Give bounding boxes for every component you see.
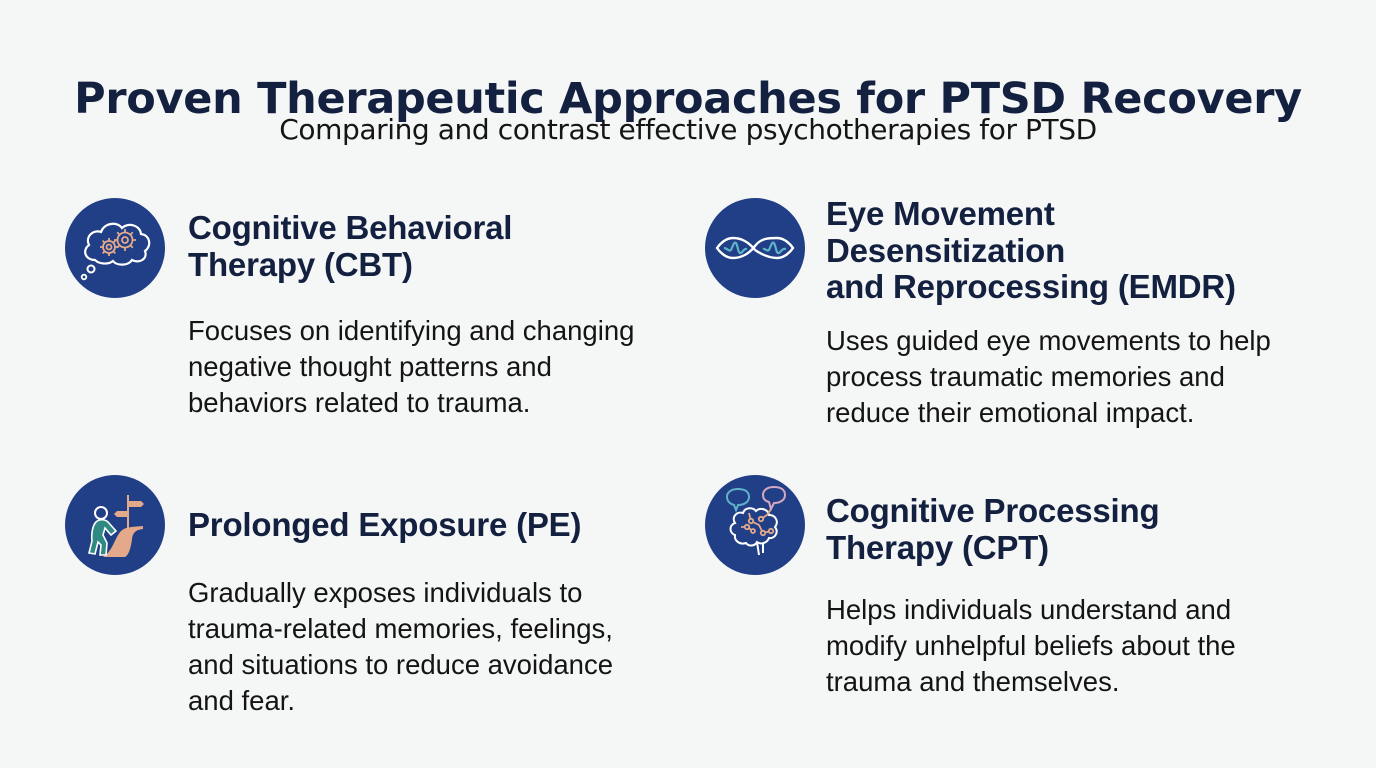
brain-speech-bubbles-icon <box>705 475 805 575</box>
card-heading: Cognitive Processing Therapy (CPT) <box>826 492 1160 566</box>
card-heading: Eye Movement Desensitization and Reproce… <box>826 195 1236 305</box>
card-description: Helps individuals understand and modify … <box>826 594 1236 697</box>
card-description: Gradually exposes individuals to trauma-… <box>188 577 614 716</box>
thought-gears-icon <box>65 198 165 298</box>
card-description: Focuses on identifying and changing nega… <box>188 315 635 418</box>
card-description: Uses guided eye movements to help proces… <box>826 325 1271 428</box>
person-climbing-path-icon <box>65 475 165 575</box>
page-subtitle: Comparing and contrast effective psychot… <box>279 113 1097 146</box>
eye-waves-icon <box>705 198 805 298</box>
card-heading: Prolonged Exposure (PE) <box>188 506 582 543</box>
page-title: Proven Therapeutic Approaches for PTSD R… <box>74 73 1302 124</box>
card-heading: Cognitive Behavioral Therapy (CBT) <box>188 209 513 283</box>
